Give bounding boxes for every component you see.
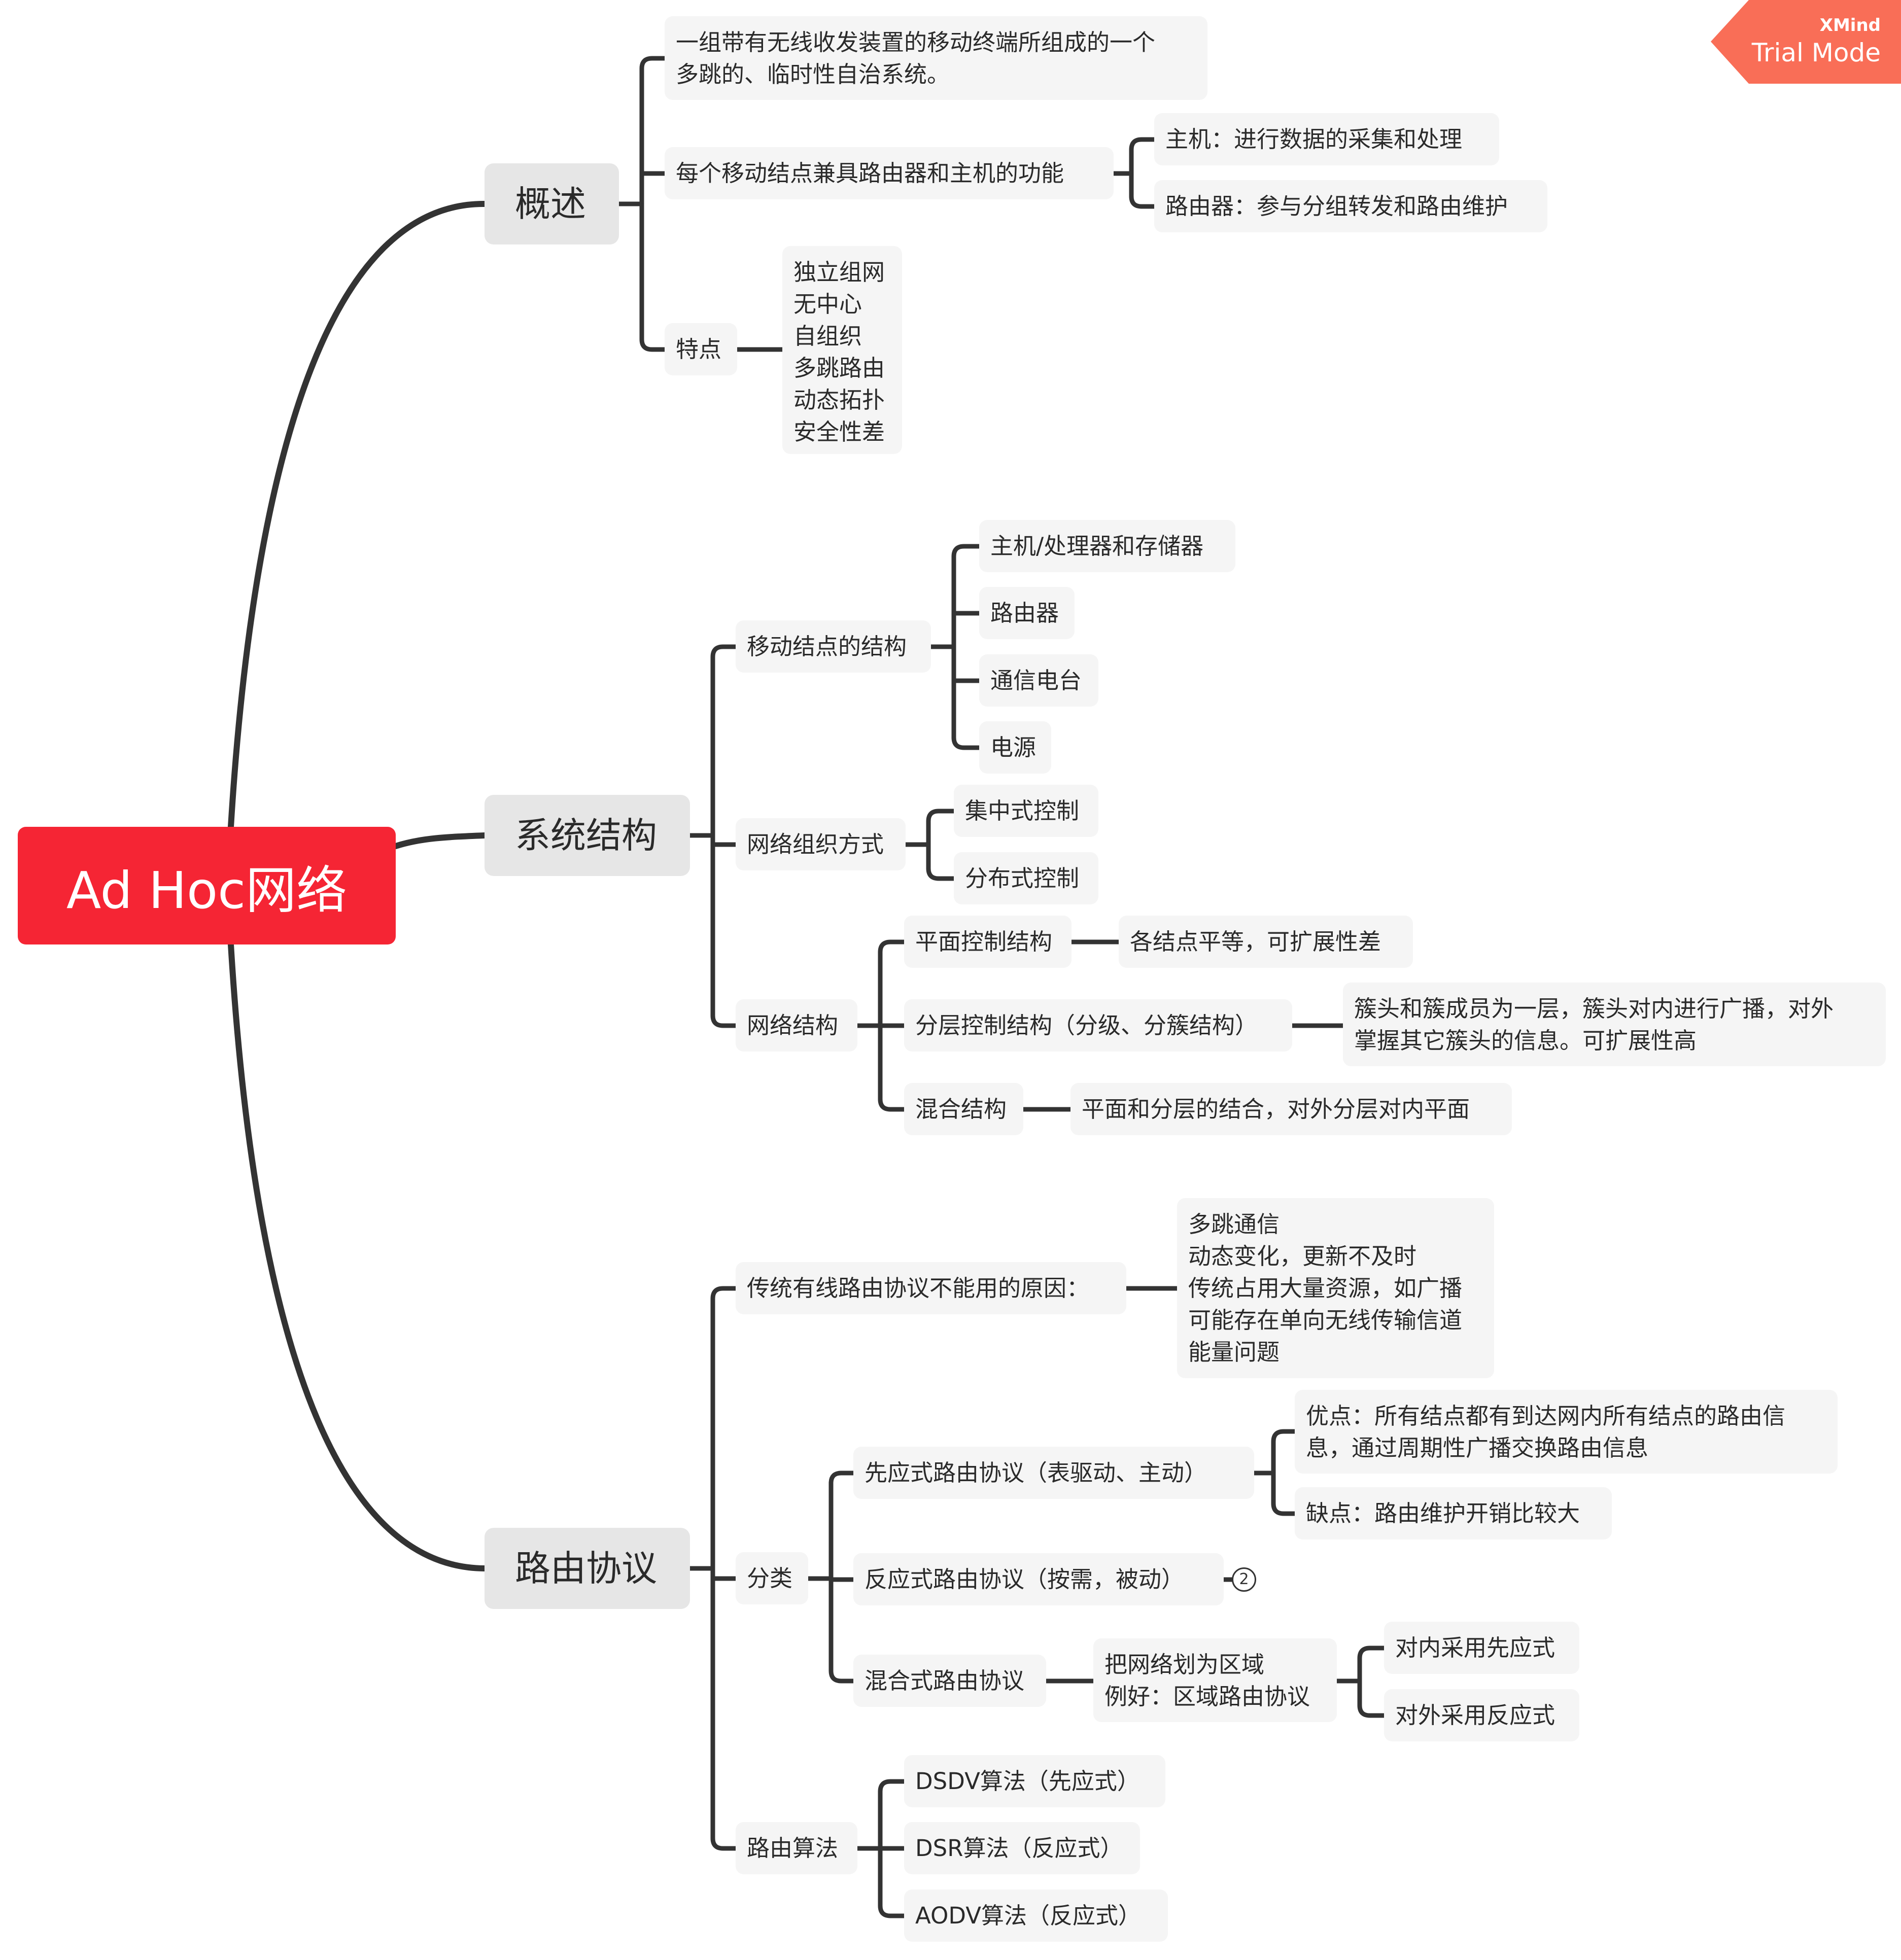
proactive-advantage[interactable]: 优点：所有结点都有到达网内所有结点的路由信 息，通过周期性广播交换路由信息 <box>1295 1390 1838 1474</box>
link-org-1 <box>926 842 956 881</box>
structure-organization[interactable]: 网络组织方式 <box>736 818 906 870</box>
link-net-0 <box>878 939 907 1028</box>
routing-reason-list[interactable]: 多跳通信 动态变化，更新不及时 传统占用大量资源，如广播 可能存在单向无线传输信… <box>1177 1198 1494 1378</box>
link-overview-2 <box>639 201 667 352</box>
link-org-0 <box>926 809 956 847</box>
routing-proactive[interactable]: 先应式路由协议（表驱动、主动） <box>853 1447 1254 1499</box>
algo-dsdv[interactable]: DSDV算法（先应式） <box>904 1755 1165 1807</box>
routing-hybrid[interactable]: 混合式路由协议 <box>853 1655 1046 1707</box>
net-mixed-desc[interactable]: 平面和分层的结合，对外分层对内平面 <box>1070 1083 1512 1135</box>
net-flat-desc[interactable]: 各结点平等，可扩展性差 <box>1119 916 1413 968</box>
link-structure-0 <box>710 644 738 838</box>
link-dual-role-1 <box>1129 171 1157 209</box>
link-structure-2 <box>710 833 738 1028</box>
link-root-routing <box>228 941 488 1571</box>
link-dual-role-0 <box>1129 137 1157 176</box>
algo-aodv[interactable]: AODV算法（反应式） <box>904 1889 1168 1942</box>
xmind-trial-badge: XMind Trial Mode <box>1711 0 1901 84</box>
overview-definition[interactable]: 一组带有无线收发装置的移动终端所组成的一个 多跳的、临时性自治系统。 <box>665 16 1207 100</box>
reactive-collapsed-count-badge[interactable]: 2 <box>1232 1567 1256 1592</box>
link-classify-0 <box>828 1471 856 1581</box>
topic-routing-protocol[interactable]: 路由协议 <box>485 1528 690 1609</box>
routing-reason[interactable]: 传统有线路由协议不能用的原因： <box>736 1262 1126 1314</box>
topic-overview[interactable]: 概述 <box>485 163 619 244</box>
link-root-structure <box>393 832 488 849</box>
root-topic[interactable]: Ad Hoc网络 <box>18 827 396 944</box>
link-routing-2 <box>710 1566 738 1851</box>
trial-mode-label: Trial Mode <box>1751 38 1881 67</box>
algo-dsr[interactable]: DSR算法（反应式） <box>904 1822 1140 1874</box>
link-hybrid-sub-1 <box>1357 1678 1387 1718</box>
net-mixed[interactable]: 混合结构 <box>904 1083 1023 1135</box>
hybrid-desc[interactable]: 把网络划为区域 例好：区域路由协议 <box>1093 1638 1337 1722</box>
overview-router[interactable]: 路由器：参与分组转发和路由维护 <box>1154 180 1547 232</box>
link-root-overview <box>228 200 488 830</box>
org-item-centralized[interactable]: 集中式控制 <box>954 785 1098 837</box>
node-structure-item-4[interactable]: 电源 <box>979 721 1051 774</box>
org-item-distributed[interactable]: 分布式控制 <box>954 852 1098 904</box>
node-structure-item-1[interactable]: 主机/处理器和存储器 <box>979 520 1235 572</box>
node-structure-item-2[interactable]: 路由器 <box>979 587 1075 639</box>
overview-features-list[interactable]: 独立组网 无中心 自组织 多跳路由 动态拓扑 安全性差 <box>782 246 902 454</box>
routing-reactive[interactable]: 反应式路由协议（按需，被动） <box>853 1553 1224 1605</box>
routing-algorithms[interactable]: 路由算法 <box>736 1822 857 1874</box>
overview-features-label[interactable]: 特点 <box>665 323 737 375</box>
link-proactive-1 <box>1271 1471 1297 1516</box>
trial-badge-shape <box>1711 0 1901 84</box>
node-structure-item-3[interactable]: 通信电台 <box>979 654 1098 707</box>
structure-node-structure[interactable]: 移动结点的结构 <box>736 620 931 673</box>
link-net-2 <box>878 1023 907 1112</box>
topic-system-structure[interactable]: 系统结构 <box>485 795 690 876</box>
link-routing-0 <box>710 1286 738 1571</box>
hybrid-internal[interactable]: 对内采用先应式 <box>1384 1622 1579 1674</box>
hybrid-external[interactable]: 对外采用反应式 <box>1384 1689 1579 1741</box>
link-hybrid-sub-0 <box>1357 1646 1387 1684</box>
link-algo-0 <box>878 1779 907 1851</box>
proactive-disadvantage[interactable]: 缺点：路由维护开销比较大 <box>1295 1487 1612 1539</box>
structure-network[interactable]: 网络结构 <box>736 999 857 1052</box>
link-classify-2 <box>828 1576 856 1684</box>
link-node-structure-0 <box>951 544 982 649</box>
overview-dual-role[interactable]: 每个移动结点兼具路由器和主机的功能 <box>665 147 1114 199</box>
link-overview-0 <box>639 56 667 206</box>
routing-classify[interactable]: 分类 <box>736 1552 808 1604</box>
overview-host[interactable]: 主机：进行数据的采集和处理 <box>1154 113 1499 165</box>
trial-brand: XMind <box>1819 15 1881 36</box>
link-proactive-0 <box>1271 1429 1297 1476</box>
link-algo-2 <box>878 1846 907 1918</box>
net-flat[interactable]: 平面控制结构 <box>904 916 1072 968</box>
link-node-structure-3 <box>951 644 982 750</box>
net-hierarchical-desc[interactable]: 簇头和簇成员为一层，簇头对内进行广播，对外 掌握其它簇头的信息。可扩展性高 <box>1343 983 1886 1066</box>
net-hierarchical[interactable]: 分层控制结构（分级、分簇结构） <box>904 999 1292 1052</box>
